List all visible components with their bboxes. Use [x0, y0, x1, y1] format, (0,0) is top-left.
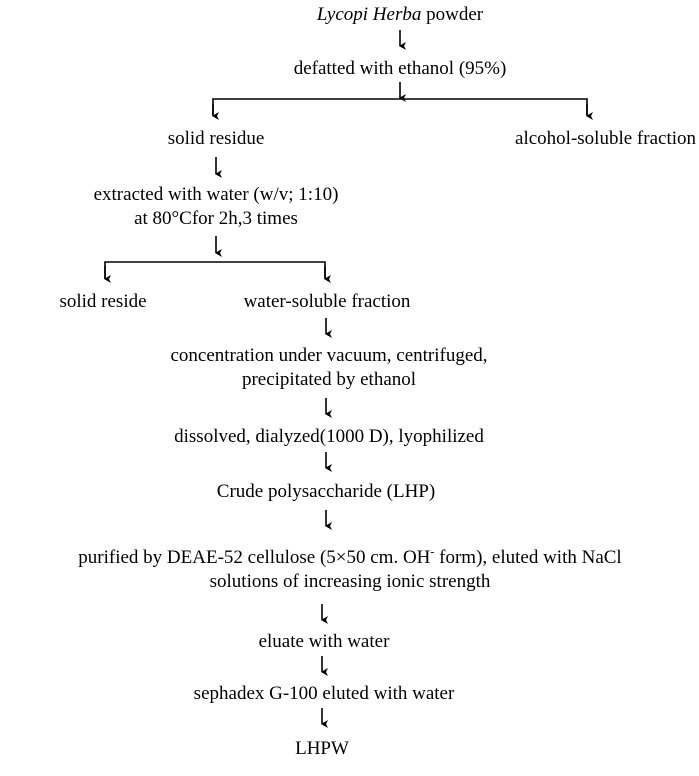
- node-purify: purified by DEAE-52 cellulose (5×50 cm. …: [78, 546, 621, 594]
- node-dialysis: dissolved, dialyzed(1000 D), lyophilized: [174, 426, 484, 447]
- source-rest: powder: [421, 4, 484, 25]
- node-solid-residue: solid residue: [167, 128, 265, 149]
- purify-line-1-a: purified by DEAE-52 cellulose (5×50 cm. …: [78, 547, 431, 568]
- purify-line-1-sup: -: [430, 544, 435, 559]
- node-crude: Crude polysaccharide (LHP): [216, 481, 436, 502]
- branch-2-bracket: [104, 261, 326, 278]
- node-concentrate: concentration under vacuum, centrifuged,…: [170, 344, 487, 392]
- node-water-fraction: water-soluble fraction: [243, 291, 411, 312]
- source-italic: Lycopi Herba: [316, 4, 422, 25]
- node-product: LHPW: [295, 738, 349, 759]
- purify-line-2: solutions of increasing ionic strength: [209, 571, 491, 592]
- node-eluate: eluate with water: [258, 631, 390, 652]
- node-solid-reside: solid reside: [59, 291, 147, 312]
- purify-line-1-b: form), eluted with NaCl: [434, 547, 622, 568]
- concentrate-line-1: concentration under vacuum, centrifuged,: [170, 345, 488, 366]
- branch-1-bracket: [212, 98, 588, 115]
- node-extract: extracted with water (w/v; 1:10) at 80°C…: [94, 183, 339, 231]
- purify-line-1: purified by DEAE-52 cellulose (5×50 cm. …: [78, 546, 621, 570]
- node-source: Lycopi Herba powder: [317, 3, 483, 27]
- node-alcohol-fraction: alcohol-soluble fraction: [515, 128, 696, 149]
- node-defat: defatted with ethanol (95%): [293, 58, 507, 79]
- node-sephadex: sephadex G-100 eluted with water: [193, 683, 455, 704]
- concentrate-line-2: precipitated by ethanol: [241, 369, 417, 390]
- extract-line-1: extracted with water (w/v; 1:10): [93, 184, 339, 205]
- extract-line-2: at 80°Cfor 2h,3 times: [134, 208, 298, 229]
